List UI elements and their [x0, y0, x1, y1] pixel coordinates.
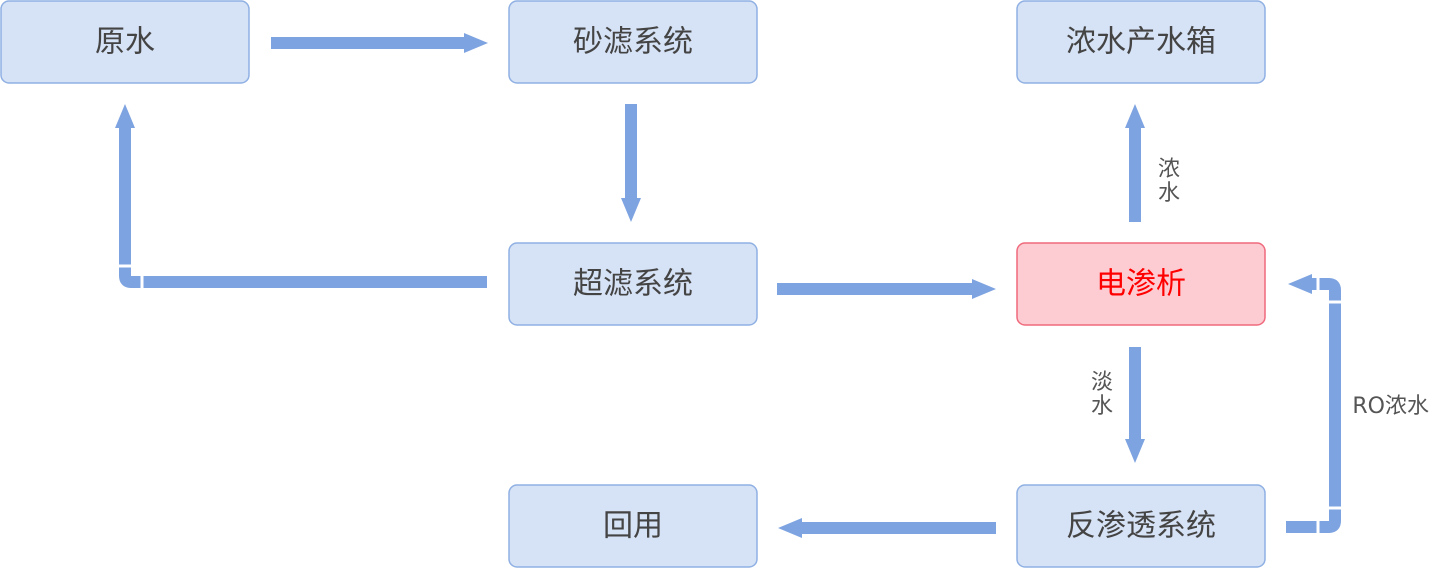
node-reverse-osmosis-label: 反渗透系统 — [1066, 509, 1216, 544]
node-electrodialysis-label: 电渗析 — [1096, 267, 1186, 302]
arrow-sand-to-ultrafiltration — [621, 104, 641, 222]
node-sand-filter: 砂滤系统 — [508, 0, 758, 84]
node-concentrate-tank: 浓水产水箱 — [1016, 0, 1266, 84]
arrow-ro-concentrate-to-electrodialysis — [1286, 274, 1341, 533]
edge-label-concentrate-1: 浓 — [1158, 157, 1180, 182]
node-concentrate-tank-label: 浓水产水箱 — [1066, 25, 1216, 60]
arrow-ultrafiltration-to-raw-water — [115, 104, 487, 288]
node-ultrafiltration-label: 超滤系统 — [573, 267, 693, 302]
arrow-ultrafiltration-to-electrodialysis — [777, 279, 996, 299]
edge-label-dilute-2: 水 — [1091, 394, 1113, 419]
node-sand-filter-label: 砂滤系统 — [573, 25, 693, 60]
node-raw-water-label: 原水 — [95, 25, 155, 60]
node-reverse-osmosis: 反渗透系统 — [1016, 484, 1266, 568]
node-reuse-label: 回用 — [603, 509, 663, 544]
node-reuse: 回用 — [508, 484, 758, 568]
arrow-reverse-osmosis-to-reuse — [778, 518, 996, 538]
arrow-raw-to-sand — [271, 33, 488, 53]
node-raw-water: 原水 — [0, 0, 250, 84]
node-electrodialysis: 电渗析 — [1016, 242, 1266, 326]
edge-label-concentrate-2: 水 — [1158, 181, 1180, 206]
node-ultrafiltration: 超滤系统 — [508, 242, 758, 326]
arrow-electrodialysis-to-concentrate-tank — [1125, 104, 1145, 222]
edge-label-ro-concentrate: RO浓水 — [1352, 394, 1429, 419]
arrow-electrodialysis-to-reverse-osmosis — [1125, 347, 1145, 463]
edge-label-dilute-1: 淡 — [1091, 370, 1113, 395]
